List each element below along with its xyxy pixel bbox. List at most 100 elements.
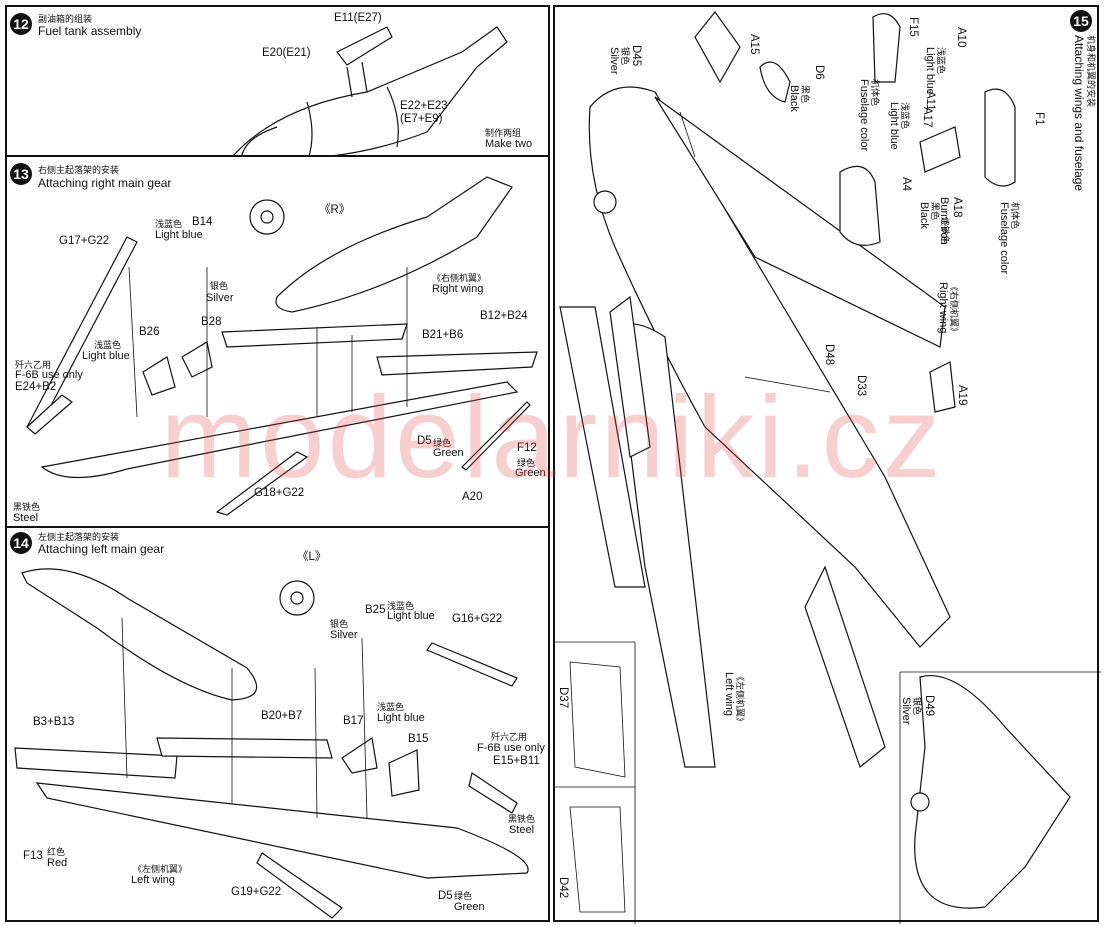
b17-color: Light blue: [377, 712, 425, 724]
d6-color-zh: 黑色: [800, 85, 810, 104]
d5-color-zh: 绿色: [433, 438, 452, 448]
a10-color: Light blue: [924, 47, 936, 95]
step-14-title-zh: 左侧主起落架的安装: [38, 532, 120, 542]
part-b12: B12+B24: [480, 310, 528, 322]
b17-color-zh: 浅蓝色: [377, 702, 405, 712]
b14-color: Light blue: [155, 229, 203, 241]
l-mark: 《L》: [297, 551, 327, 563]
silver-zh: 银色: [210, 281, 229, 291]
part-a4: A4: [900, 177, 912, 192]
part-e15: E15+B11: [493, 755, 540, 767]
a11-color: Light blue: [888, 102, 900, 150]
steel-zh: 黑铁色: [13, 502, 41, 512]
watermark: modelarniki.cz: [160, 372, 944, 502]
part-a15: A15: [748, 34, 760, 55]
b14-color-zh: 浅蓝色: [155, 219, 183, 229]
d45-color: Silver: [608, 47, 620, 75]
steel-zh: 黑铁色: [508, 814, 536, 824]
f6b-zh: 歼六乙用: [15, 360, 52, 370]
step-13-title-zh: 右侧主起落架的安装: [38, 165, 120, 175]
a10-color-zh: 浅蓝色: [936, 47, 946, 75]
f6b-note: F-6B use only: [15, 369, 83, 381]
silver-label: Silver: [330, 629, 358, 641]
step-12-title-zh: 副油箱的组装: [38, 14, 93, 24]
d45-color-zh: 银色: [620, 47, 630, 66]
right-wing-label: Right wing: [432, 283, 484, 295]
part-g19: G19+G22: [231, 886, 282, 898]
f15-color: Fuselage color: [858, 79, 870, 152]
a18-color: Burnt iron: [938, 197, 950, 245]
steel-label: Steel: [509, 824, 535, 836]
part-d5: D5: [417, 435, 432, 447]
part-e7: (E7+E9): [400, 113, 443, 125]
a11-color-zh: 浅蓝色: [900, 102, 910, 130]
step-14-title: Attaching left main gear: [38, 542, 165, 556]
d5-color-zh: 绿色: [454, 891, 473, 901]
step-14-panel: 14 左侧主起落架的安装 Attaching left main gear 《L…: [5, 526, 550, 922]
silver-label: Silver: [206, 292, 234, 304]
part-a20: A20: [462, 491, 483, 503]
d49-color-zh: 银色: [912, 697, 922, 716]
step-12-panel: 12 副油箱的组装 Fuel tank assembly E11(E27) E2…: [5, 5, 550, 159]
part-f13: F13: [23, 850, 43, 862]
step-15-title: Attaching wings and fuselage: [1072, 35, 1086, 192]
right-wing-label: Right wing: [937, 282, 949, 334]
step-number-14: 14: [10, 532, 32, 554]
step-13-panel: 13 右侧主起落架的安装 Attaching right main gear 《…: [5, 155, 550, 528]
f6b-note: F-6B use only: [477, 742, 545, 754]
part-b26: B26: [139, 326, 160, 338]
part-g17: G17+G22: [59, 235, 110, 247]
part-d48: D48: [823, 344, 835, 366]
d5-color: Green: [433, 447, 464, 459]
b25-color: Light blue: [387, 610, 435, 622]
d5-color: Green: [454, 901, 485, 913]
left-wing-zh: 《左侧机翼》: [735, 672, 745, 727]
part-f15: F15: [907, 17, 919, 37]
part-a18: A18: [951, 197, 963, 218]
b25-color-zh: 浅蓝色: [387, 601, 415, 611]
part-d5: D5: [438, 890, 453, 902]
b26-color: Light blue: [82, 350, 130, 362]
step-13-title: Attaching right main gear: [38, 176, 172, 190]
f1-color-zh: 机体色: [1010, 202, 1020, 230]
d49-color: Silver: [900, 697, 912, 725]
part-e11: E11(E27): [334, 12, 382, 24]
part-e24: E24+B2: [15, 381, 57, 393]
f15-color-zh: 机体色: [870, 79, 880, 107]
part-b14: B14: [192, 216, 213, 228]
part-d37: D37: [557, 687, 569, 709]
step-number-15: 15: [1070, 10, 1092, 32]
part-f1: F1: [1033, 112, 1045, 126]
fuselage-assembly-drawing: [555, 11, 1101, 924]
red-zh: 红色: [47, 847, 66, 857]
f12-color: Green: [515, 467, 546, 479]
right-wing-zh: 《右侧机翼》: [432, 273, 487, 283]
part-d42: D42: [557, 877, 569, 899]
part-e22: E22+E23: [400, 100, 448, 112]
step-15-panel: 15 机身和机翼的安装 Attaching wings and fuselage…: [553, 5, 1101, 924]
part-b28: B28: [201, 316, 222, 328]
fuel-tank-drawing: [230, 26, 508, 159]
f6b-zh: 歼六乙用: [491, 732, 528, 742]
step-number-12: 12: [10, 13, 32, 35]
make-two: Make two: [485, 138, 533, 150]
step-number-13: 13: [10, 163, 32, 185]
r-mark: 《R》: [319, 204, 351, 216]
right-gear-drawing: [26, 176, 538, 516]
make-two-zh: 制作两组: [485, 128, 522, 138]
part-b20: B20+B7: [261, 710, 303, 722]
step-12-title: Fuel tank assembly: [38, 24, 142, 38]
left-wing-label: Left wing: [131, 874, 176, 886]
part-d6: D6: [813, 65, 825, 80]
d6-color: Black: [788, 85, 800, 112]
a4-color: Black: [918, 202, 930, 229]
part-g18: G18+G22: [254, 487, 305, 499]
part-b25: B25: [365, 604, 386, 616]
red-label: Red: [47, 857, 68, 869]
f1-color: Fuselage color: [998, 202, 1010, 275]
f12-color-zh: 绿色: [517, 458, 536, 468]
part-b21: B21+B6: [422, 329, 464, 341]
part-g16: G16+G22: [452, 613, 503, 625]
b26-color-zh: 浅蓝色: [94, 340, 122, 350]
part-b17: B17: [343, 715, 364, 727]
